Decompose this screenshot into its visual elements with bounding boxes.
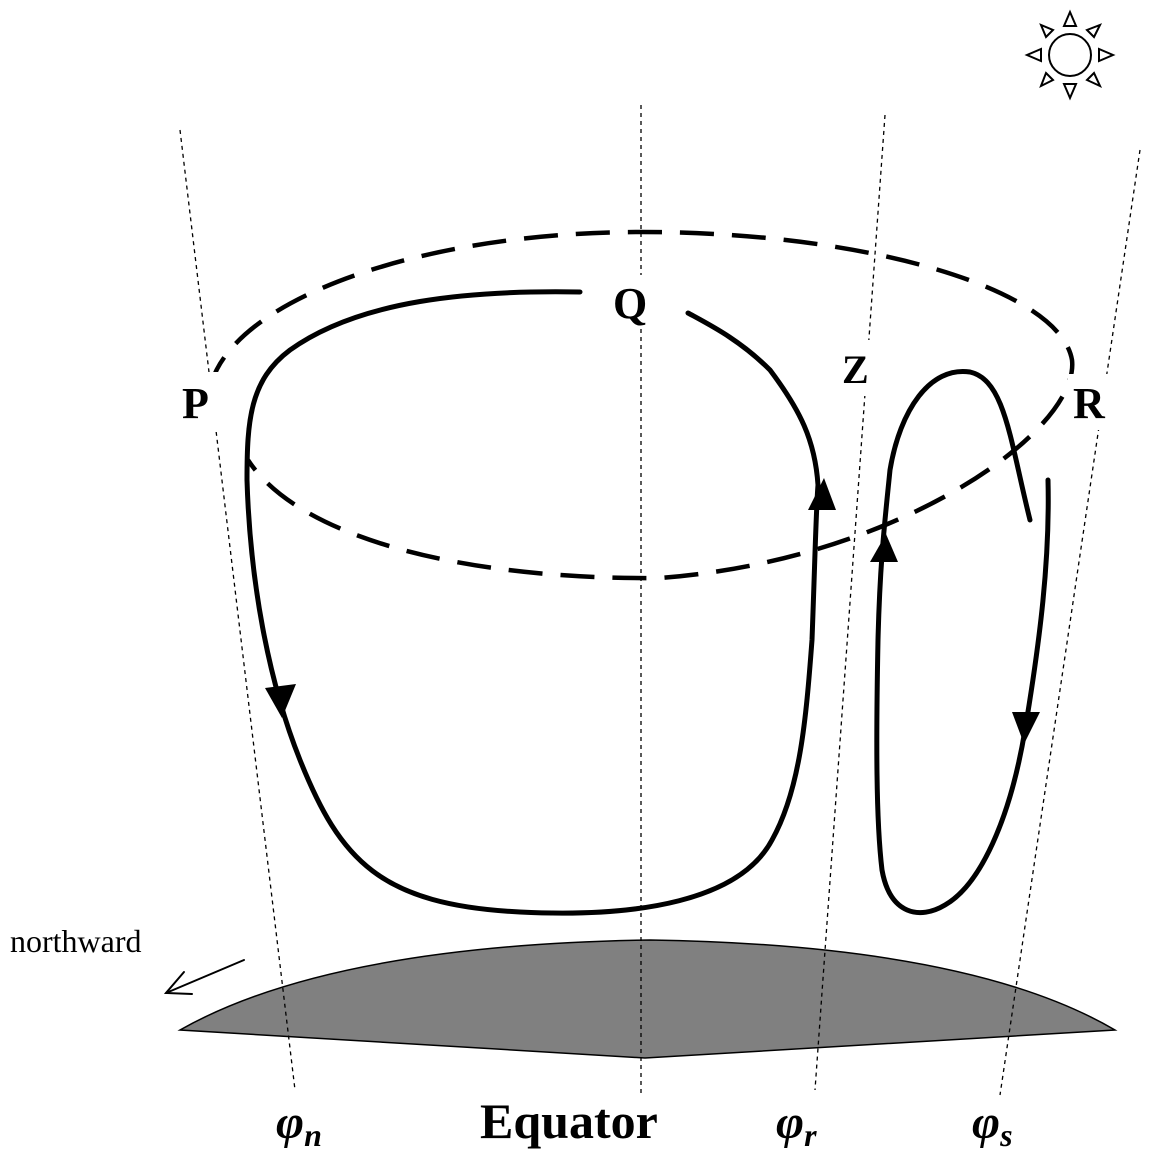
label-z: Z (842, 347, 869, 392)
earth-surface (177, 939, 1118, 1059)
phi-s-sub: s (999, 1117, 1012, 1153)
meridian-phi-n (179, 129, 296, 1091)
meridian-phi-s (999, 149, 1141, 1096)
phi-n-sub: n (304, 1117, 322, 1153)
phi-s-symbol: φ (972, 1096, 1000, 1149)
left-circulation-loop (244, 289, 821, 916)
label-phi-s: φs (972, 1096, 1013, 1153)
arrow-up-left-loop (808, 478, 836, 510)
label-northward: northward (10, 923, 142, 959)
label-p: P (182, 379, 209, 428)
arrow-up-right-loop (870, 534, 898, 562)
label-phi-r: φr (776, 1096, 817, 1153)
arrow-down-left-loop (265, 684, 296, 718)
right-circulation-loop (874, 368, 1051, 915)
meridian-phi-r (814, 114, 886, 1091)
sun-icon (1024, 9, 1116, 101)
label-q: Q (613, 279, 647, 328)
phi-n-symbol: φ (276, 1096, 304, 1149)
label-r: R (1073, 379, 1106, 428)
arrow-icon (163, 959, 245, 995)
ring-path (207, 229, 1075, 581)
label-phi-n: φn (276, 1096, 322, 1153)
phi-r-sub: r (804, 1117, 817, 1153)
phi-r-symbol: φ (776, 1096, 804, 1149)
arrow-down-right-loop (1012, 712, 1040, 744)
label-equator: Equator (480, 1093, 658, 1149)
